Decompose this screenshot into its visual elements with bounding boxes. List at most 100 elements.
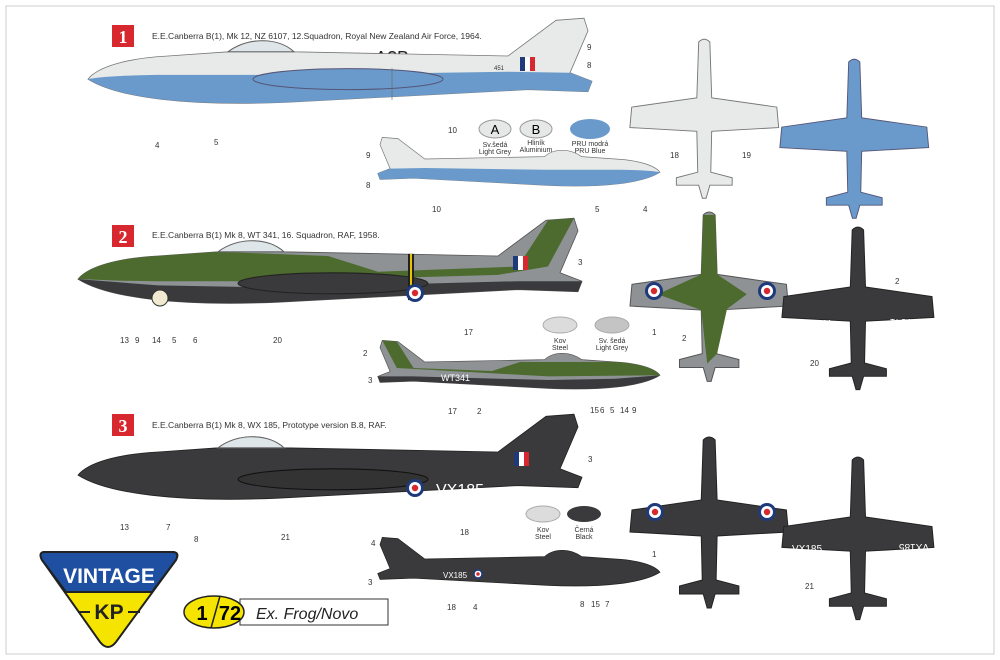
- squadron-badge: [151, 289, 169, 307]
- callout: 4: [473, 603, 478, 612]
- scheme-2: 2 E.E.Canberra B(1) Mk 8, WT 341, 16. Sq…: [77, 211, 935, 416]
- callout: 9: [366, 151, 371, 160]
- scheme-1: 1 E.E.Canberra B(1), Mk 12, NZ 6107, 12.…: [87, 17, 930, 219]
- color-name-en: Steel: [535, 534, 551, 541]
- scheme-caption: E.E.Canberra B(1), Mk 12, NZ 6107, 12.Sq…: [152, 31, 482, 41]
- serial-marking: VX185: [792, 544, 822, 555]
- scheme-badge: [112, 25, 134, 47]
- chip-letter: A: [491, 122, 500, 137]
- scheme-caption: E.E.Canberra B(1) Mk 8, WT 341, 16. Squa…: [152, 230, 380, 240]
- callout: 1: [652, 550, 657, 559]
- callout: 15: [590, 406, 599, 415]
- logo-text-bottom: KP: [94, 601, 123, 624]
- callout: 18: [447, 603, 456, 612]
- color-name-cz: PRU modrá: [572, 141, 609, 148]
- callout: 8: [587, 61, 592, 70]
- color-name-cz: Sv. šedá: [599, 338, 626, 345]
- scheme-badge: [112, 225, 134, 247]
- callout: 9: [632, 406, 637, 415]
- scale-badge: 1 72 Ex. Frog/Novo: [183, 595, 389, 629]
- color-name-en: Light Grey: [479, 149, 512, 156]
- callout: 3: [368, 376, 373, 385]
- logo-text-top: VINTAGE: [63, 565, 155, 588]
- side-profile-small: [377, 340, 661, 390]
- serial-marking-mirrored: WT341: [889, 316, 922, 327]
- callout: 3: [578, 258, 583, 267]
- callout: 10: [448, 126, 457, 135]
- callout: 4: [643, 205, 648, 214]
- fin-flash: [520, 57, 535, 71]
- callout: 20: [273, 336, 282, 345]
- scheme-number: 1: [119, 27, 128, 47]
- kit-origin-note: Ex. Frog/Novo: [256, 606, 358, 623]
- callout: 17: [448, 407, 457, 416]
- callout: 8: [580, 600, 585, 609]
- color-name-en: PRU Blue: [575, 148, 606, 155]
- callout: 8: [366, 181, 371, 190]
- color-name-cz: Sv.šedá: [483, 142, 508, 149]
- scale-numerator: 1: [196, 603, 207, 625]
- color-chip-a: [478, 119, 512, 139]
- side-profile: [87, 17, 593, 104]
- callout: 3: [588, 455, 593, 464]
- color-name-en: Steel: [552, 345, 568, 352]
- callout: 2: [363, 349, 368, 358]
- callout: 6: [600, 406, 605, 415]
- scheme-badge: [112, 414, 134, 436]
- callout: 13: [120, 523, 129, 532]
- color-chip-pru-blue: [570, 119, 610, 139]
- color-name-cz: Černá: [574, 525, 593, 534]
- callout: 17: [464, 328, 473, 337]
- callout: 3: [368, 578, 373, 587]
- callout: 4: [371, 539, 376, 548]
- color-chip-black: [567, 506, 601, 522]
- color-chip-b: [519, 119, 553, 139]
- color-chip-steel: [525, 505, 561, 523]
- callout: 18: [460, 528, 469, 537]
- serial-marking-mirrored: VX185: [899, 541, 929, 552]
- callout: 8: [194, 535, 199, 544]
- callout: 6: [193, 336, 198, 345]
- callout: 21: [805, 582, 814, 591]
- scheme-number: 3: [119, 416, 128, 436]
- color-chip-steel: [542, 316, 578, 334]
- serial-marking: WT341: [441, 373, 470, 383]
- callout: 1: [652, 328, 657, 337]
- callout: 19: [742, 151, 751, 160]
- color-name-en: Aluminium: [520, 147, 553, 154]
- callout: 2: [477, 407, 482, 416]
- callout: 5: [172, 336, 177, 345]
- callout: 15: [591, 600, 600, 609]
- color-name-en: Light Grey: [596, 345, 629, 352]
- callout: 5: [610, 406, 615, 415]
- scheme-3: 3 E.E.Canberra B(1) Mk 8, WX 185, Protot…: [77, 413, 935, 621]
- side-profile-small: [377, 137, 661, 187]
- color-name-en: Black: [575, 534, 593, 541]
- vintage-kp-logo: VINTAGE KP: [39, 551, 179, 648]
- chip-letter: B: [532, 122, 541, 137]
- callout: 20: [810, 359, 819, 368]
- callout: 5: [595, 205, 600, 214]
- scheme-caption: E.E.Canberra B(1) Mk 8, WX 185, Prototyp…: [152, 420, 387, 430]
- color-name-cz: Kov: [554, 338, 567, 345]
- serial-marking: VX185: [436, 482, 484, 499]
- callout: 13: [120, 336, 129, 345]
- callout: 9: [587, 43, 592, 52]
- color-name-cz: Kov: [537, 527, 550, 534]
- side-profile: [77, 413, 583, 500]
- callout: 2: [682, 334, 687, 343]
- callout: 14: [620, 406, 629, 415]
- scale-denominator: 72: [219, 603, 241, 625]
- callout: 21: [281, 533, 290, 542]
- callout: 14: [152, 336, 161, 345]
- callout: 7: [605, 600, 610, 609]
- planform-top: [629, 211, 789, 382]
- callout: 4: [155, 141, 160, 150]
- callout: 7: [166, 523, 171, 532]
- color-name-cz: Hliník: [527, 140, 545, 147]
- callout: 10: [432, 205, 441, 214]
- color-chip-light-grey: [594, 316, 630, 334]
- serial-marking: WT341: [800, 319, 833, 330]
- callout: 2: [895, 277, 900, 286]
